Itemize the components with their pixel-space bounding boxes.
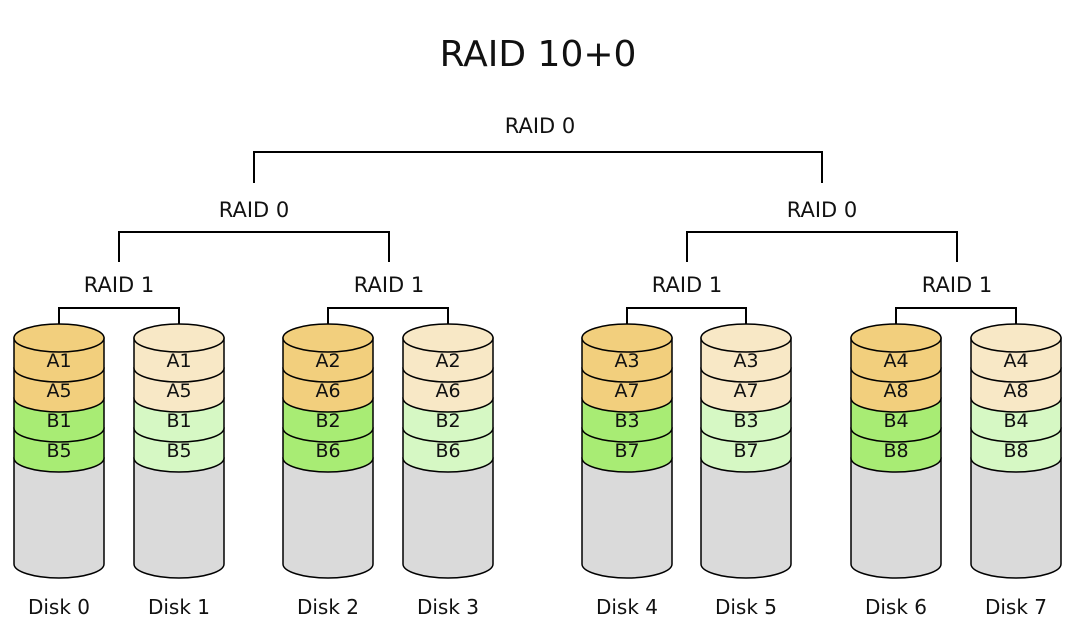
disk-name-0: Disk 0: [28, 595, 90, 619]
raid1-connector-0-1: [327, 307, 449, 338]
block-label-1-3: B5: [166, 440, 191, 462]
block-label-4-2: B3: [614, 410, 639, 432]
block-label-5-2: B3: [733, 410, 758, 432]
block-label-0-1: A5: [46, 380, 71, 402]
disk-body-1: [133, 457, 225, 579]
disk-top-5: [700, 323, 792, 353]
disk-top-1: [133, 323, 225, 353]
disk-body-6: [850, 457, 942, 579]
block-label-5-0: A3: [733, 350, 758, 372]
disk-name-7: Disk 7: [985, 595, 1047, 619]
raid0-label-1: RAID 0: [787, 198, 858, 222]
block-label-1-1: A5: [166, 380, 191, 402]
block-label-4-0: A3: [614, 350, 639, 372]
block-label-6-3: B8: [883, 440, 908, 462]
disk-top-3: [402, 323, 494, 353]
raid0-connector-1: [686, 231, 958, 262]
disk-top-0: [13, 323, 105, 353]
disk-body-5: [700, 457, 792, 579]
disk-name-6: Disk 6: [865, 595, 927, 619]
block-label-6-0: A4: [883, 350, 908, 372]
disk-body-4: [581, 457, 673, 579]
raid0-label-0: RAID 0: [219, 198, 290, 222]
block-label-4-1: A7: [614, 380, 639, 402]
block-label-7-1: A8: [1003, 380, 1028, 402]
disk-name-5: Disk 5: [715, 595, 777, 619]
disk-name-2: Disk 2: [297, 595, 359, 619]
disk-name-4: Disk 4: [596, 595, 658, 619]
block-label-7-3: B8: [1003, 440, 1028, 462]
disk-body-0: [13, 457, 105, 579]
block-label-3-1: A6: [435, 380, 460, 402]
block-label-0-3: B5: [46, 440, 71, 462]
block-label-3-0: A2: [435, 350, 460, 372]
disk-name-1: Disk 1: [148, 595, 210, 619]
raid1-connector-1-0: [626, 307, 747, 338]
block-label-0-2: B1: [46, 410, 71, 432]
block-label-7-2: B4: [1003, 410, 1028, 432]
raid1-label-0-1: RAID 1: [354, 273, 425, 297]
raid1-label-0-0: RAID 1: [84, 273, 155, 297]
raid1-label-1-0: RAID 1: [652, 273, 723, 297]
top-raid0-label: RAID 0: [505, 114, 576, 138]
block-label-6-2: B4: [883, 410, 908, 432]
block-label-3-2: B2: [435, 410, 460, 432]
block-label-6-1: A8: [883, 380, 908, 402]
raid1-connector-0-0: [58, 307, 180, 338]
block-label-1-0: A1: [166, 350, 191, 372]
block-label-7-0: A4: [1003, 350, 1028, 372]
block-label-2-2: B2: [315, 410, 340, 432]
disk-top-4: [581, 323, 673, 353]
disk-top-2: [282, 323, 374, 353]
raid1-connector-1-1: [895, 307, 1017, 338]
block-label-3-3: B6: [435, 440, 460, 462]
top-raid0-connector: [253, 151, 823, 183]
block-label-2-1: A6: [315, 380, 340, 402]
disk-body-2: [282, 457, 374, 579]
block-label-5-3: B7: [733, 440, 758, 462]
block-label-4-3: B7: [614, 440, 639, 462]
diagram-title: RAID 10+0: [439, 34, 637, 75]
block-label-2-0: A2: [315, 350, 340, 372]
raid1-label-1-1: RAID 1: [922, 273, 993, 297]
disk-top-7: [970, 323, 1062, 353]
disk-body-3: [402, 457, 494, 579]
block-label-0-0: A1: [46, 350, 71, 372]
disk-body-7: [970, 457, 1062, 579]
disk-name-3: Disk 3: [417, 595, 479, 619]
block-label-1-2: B1: [166, 410, 191, 432]
block-label-2-3: B6: [315, 440, 340, 462]
raid0-connector-0: [118, 231, 390, 262]
disk-top-6: [850, 323, 942, 353]
block-label-5-1: A7: [733, 380, 758, 402]
